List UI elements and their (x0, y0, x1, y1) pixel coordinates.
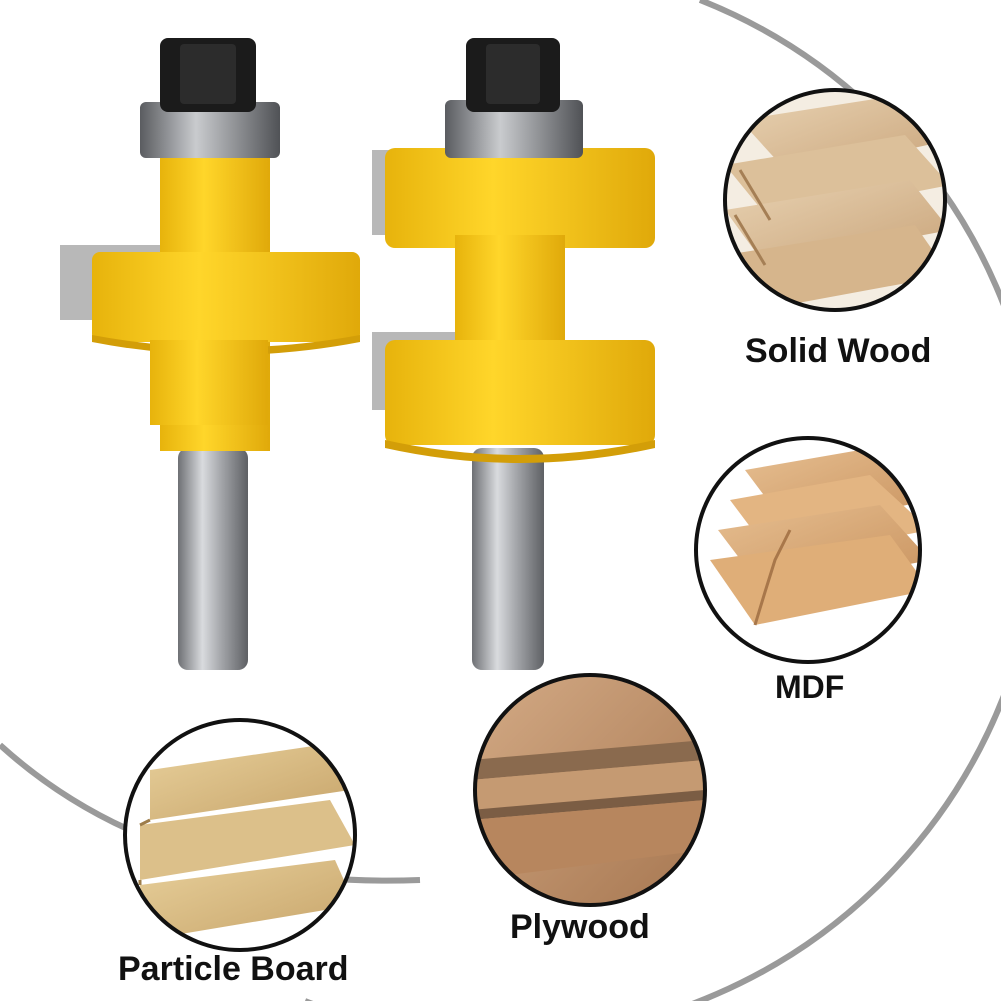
solid-wood-image (723, 88, 947, 312)
label-solid-wood: Solid Wood (745, 332, 932, 370)
plywood-image (473, 673, 707, 907)
label-particle-board: Particle Board (118, 950, 349, 988)
router-bit-groove (372, 38, 655, 670)
particle-board-image (123, 718, 357, 952)
mdf-image (694, 436, 922, 664)
router-bit-tongue (60, 38, 360, 670)
label-plywood: Plywood (510, 908, 650, 946)
label-mdf: MDF (775, 669, 845, 705)
